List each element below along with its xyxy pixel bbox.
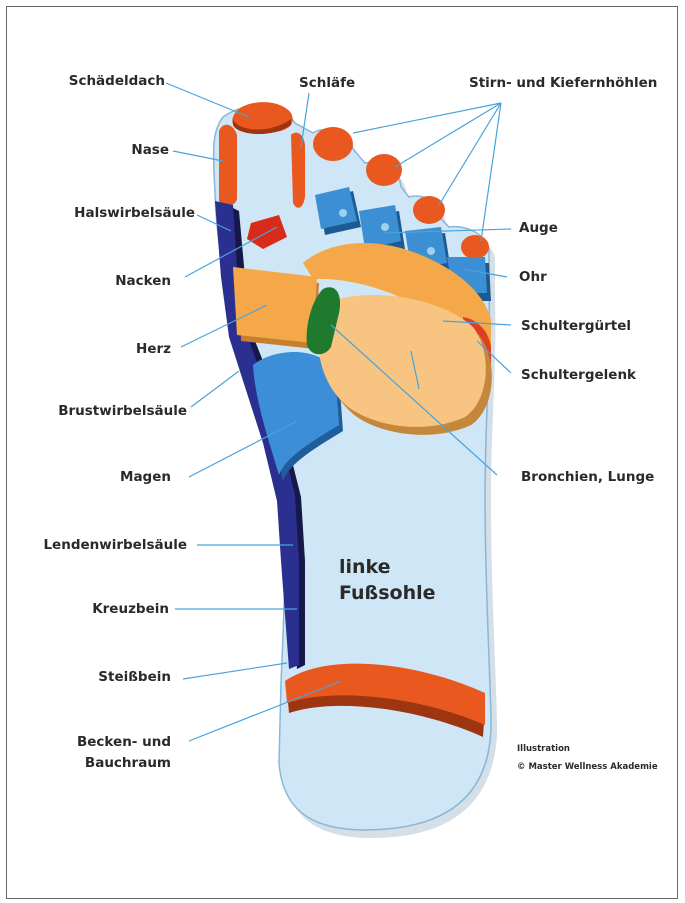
label-auge: Auge: [519, 220, 558, 236]
label-schultergürtel: Schultergürtel: [521, 318, 631, 334]
credit-akademie: © Master Wellness Akademie: [517, 762, 658, 772]
foot-reflexology-diagram: Schädeldach Schläfe Stirn- und Kiefernhö…: [7, 7, 679, 900]
label-kreuzbein: Kreuzbein: [92, 601, 169, 617]
toe-5-sinus: [461, 235, 489, 259]
label-bronchien-lunge: Bronchien, Lunge: [521, 469, 654, 485]
title-fusssohle: Fußsohle: [339, 582, 436, 604]
heart-zone: [233, 267, 317, 343]
label-ohr: Ohr: [519, 269, 547, 285]
label-lendenwirbelsaeule: Lendenwirbelsäule: [43, 537, 187, 553]
toe-4-sinus: [413, 196, 445, 224]
label-brustwirbelsaeule: Brustwirbelsäule: [58, 403, 187, 419]
figure-frame: Schädeldach Schläfe Stirn- und Kiefernhö…: [6, 6, 678, 899]
label-bauchraum: Bauchraum: [85, 755, 171, 771]
toe-3-sinus: [366, 154, 402, 186]
label-magen: Magen: [120, 469, 171, 485]
label-nacken: Nacken: [115, 273, 171, 289]
temple-zone: [291, 133, 305, 208]
label-becken-und: Becken- und: [77, 734, 171, 750]
toe-2-sinus: [313, 127, 353, 161]
label-schlaefe: Schläfe: [299, 75, 355, 91]
label-schultergelenk: Schultergelenk: [521, 367, 637, 383]
title-linke: linke: [339, 556, 391, 578]
credit-illustration: Illustration: [517, 744, 570, 754]
label-herz: Herz: [136, 341, 171, 357]
label-halswirbelsaeule: Halswirbelsäule: [74, 205, 195, 221]
label-schaedeldach: Schädeldach: [69, 73, 165, 89]
nose-zone: [219, 125, 237, 206]
label-steissbein: Steißbein: [98, 669, 171, 685]
label-stirn-kiefernhoehlen: Stirn- und Kiefernhöhlen: [469, 75, 657, 91]
label-nase: Nase: [131, 142, 169, 158]
